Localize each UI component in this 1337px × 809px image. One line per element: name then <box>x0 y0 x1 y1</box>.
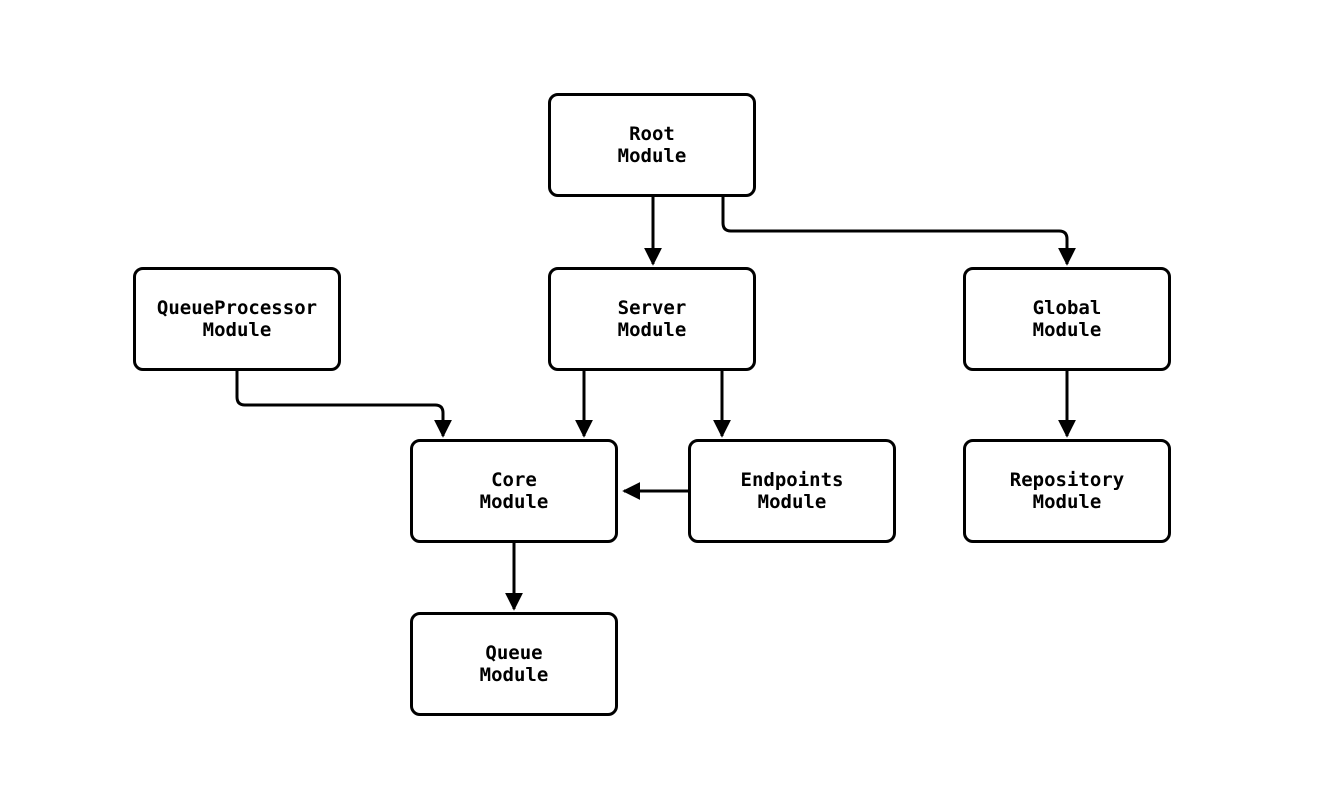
node-repository-module: Repository Module <box>963 439 1171 543</box>
node-label-line1: QueueProcessor <box>156 297 318 319</box>
node-label-line2: Module <box>479 491 549 513</box>
node-label-line1: Queue <box>485 642 543 664</box>
node-label-line2: Module <box>479 664 549 686</box>
node-label-line1: Core <box>491 469 537 491</box>
node-server-module: Server Module <box>548 267 756 371</box>
node-label-line1: Repository <box>1009 469 1125 491</box>
node-global-module: Global Module <box>963 267 1171 371</box>
node-queue-module: Queue Module <box>410 612 618 716</box>
node-label-line1: Endpoints <box>740 469 844 491</box>
node-core-module: Core Module <box>410 439 618 543</box>
node-queueprocessor-module: QueueProcessor Module <box>133 267 341 371</box>
node-label-line1: Root <box>629 123 675 145</box>
node-label-line1: Server <box>617 297 687 319</box>
edge-queueprocessor-to-core <box>235 371 452 438</box>
node-label-line2: Module <box>202 319 272 341</box>
node-label-line1: Global <box>1032 297 1102 319</box>
node-label-line2: Module <box>617 319 687 341</box>
node-label-line2: Module <box>1032 319 1102 341</box>
node-root-module: Root Module <box>548 93 756 197</box>
edge-root-to-global <box>721 197 1076 266</box>
node-label-line2: Module <box>617 145 687 167</box>
node-label-line2: Module <box>757 491 827 513</box>
node-endpoints-module: Endpoints Module <box>688 439 896 543</box>
node-label-line2: Module <box>1032 491 1102 513</box>
